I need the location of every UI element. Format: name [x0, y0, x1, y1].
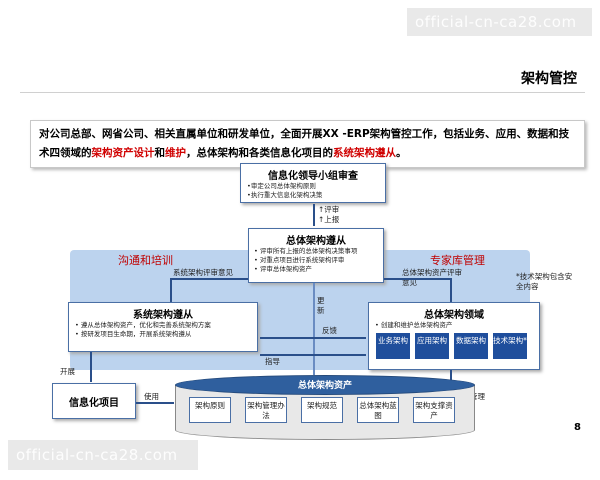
intro-red2: 维护: [165, 147, 186, 159]
review-label: ↑评审: [318, 205, 340, 214]
asset-specification: 架构规范: [301, 397, 343, 423]
leader-item: •执行重大信息化架构决策: [247, 191, 323, 199]
band-right-label: 专家库管理: [430, 254, 485, 267]
asset-blueprint: 总体架构蓝图: [357, 397, 399, 423]
business-architecture: 业务架构: [376, 333, 410, 359]
connector-left-down: [170, 278, 172, 302]
manage-label: 管理: [470, 392, 485, 401]
asset-management: 架构管理办法: [245, 397, 287, 423]
overall-item: • 评审总体架构资产: [254, 265, 312, 273]
technology-architecture: 技术架构*: [493, 333, 527, 359]
connector-left: [170, 278, 248, 280]
leader-review-box: 信息化领导小组审查 •审定公司总体架构原则 •执行重大信息化架构决策: [240, 163, 386, 203]
overall-compliance-title: 总体架构遵从: [286, 236, 346, 247]
system-compliance-box: 系统架构遵从 • 遵从总体架构资产，优化和完善系统架构方案 • 按研发项目生命期…: [68, 302, 258, 352]
it-project-box: 信息化项目: [52, 383, 136, 419]
connector-right-down: [450, 278, 452, 302]
page-number: 8: [574, 422, 581, 433]
watermark-top: official-cn-ca28.com: [407, 8, 592, 36]
intro-part2: ，总体架构和各类信息化项目的: [186, 147, 333, 159]
intro-red3: 系统架构遵从: [333, 147, 396, 159]
system-compliance-title: 系统架构遵从: [133, 310, 193, 321]
feedback-arrow: [260, 337, 366, 339]
overall-review-label: 总体架构资产评审意见: [402, 268, 462, 287]
guide-arrow: [260, 354, 366, 356]
watermark-bottom: official-cn-ca28.com: [8, 440, 198, 470]
leader-item: •审定公司总体架构原则: [247, 182, 316, 190]
architecture-assets-db: 总体架构资产 架构原则 架构管理办法 架构规范 总体架构蓝图 架构支撑资产: [175, 375, 475, 440]
guide-label: 指导: [265, 357, 280, 366]
system-item: • 遵从总体架构资产，优化和完善系统架构方案: [75, 321, 211, 329]
domain-title: 总体架构领域: [424, 310, 484, 321]
leader-review-title: 信息化领导小组审查: [268, 171, 358, 182]
band-left-label: 沟通和培训: [118, 254, 173, 267]
intro-text: 对公司总部、网省公司、相关直属单位和研发单位，全面开展XX -ERP架构管控工作…: [30, 120, 585, 168]
update-arrow: [313, 283, 315, 375]
intro-part1: 对公司总部、网省公司、相关直属单位和研发单位，全面开展XX -ERP架构管控工作…: [39, 128, 570, 159]
data-architecture: 数据架构: [454, 333, 488, 359]
db-top: [175, 375, 475, 395]
slide: 架构管控 对公司总部、网省公司、相关直属单位和研发单位，全面开展XX -ERP架…: [10, 40, 595, 440]
develop-label: 开展: [60, 367, 75, 376]
system-item: • 按研发项目生命期，开展系统架构遵从: [75, 330, 192, 338]
intro-mid: 和: [154, 147, 166, 159]
overall-compliance-box: 总体架构遵从 • 评审所有上报的总体架构决策事项 • 对重点项目进行系统架构评审…: [248, 228, 384, 283]
connector-right: [384, 278, 450, 280]
update-label: 更新: [317, 296, 325, 315]
report-label: ↑上报: [318, 215, 340, 224]
overall-item: • 对重点项目进行系统架构评审: [254, 256, 345, 264]
page-title: 架构管控: [521, 71, 577, 87]
tech-note: *技术架构包含安全内容: [516, 272, 573, 291]
intro-end: 。: [396, 147, 407, 159]
asset-principles: 架构原则: [189, 397, 231, 423]
arrow-review: [313, 204, 315, 226]
title-divider: [20, 92, 585, 93]
intro-red1: 架构资产设计: [91, 147, 155, 159]
feedback-label: 反馈: [322, 326, 337, 335]
domain-item: • 创建和维护总体架构资产: [375, 321, 453, 329]
asset-support: 架构支撑资产: [413, 397, 455, 423]
use-label: 使用: [144, 392, 159, 401]
develop-arrow: [90, 352, 92, 382]
db-title: 总体架构资产: [297, 381, 352, 391]
application-architecture: 应用架构: [415, 333, 449, 359]
system-review-label: 系统架构评审意见: [173, 268, 233, 277]
it-project-label: 信息化项目: [69, 398, 119, 409]
overall-item: • 评审所有上报的总体架构决策事项: [254, 247, 358, 255]
use-arrow: [136, 402, 174, 404]
